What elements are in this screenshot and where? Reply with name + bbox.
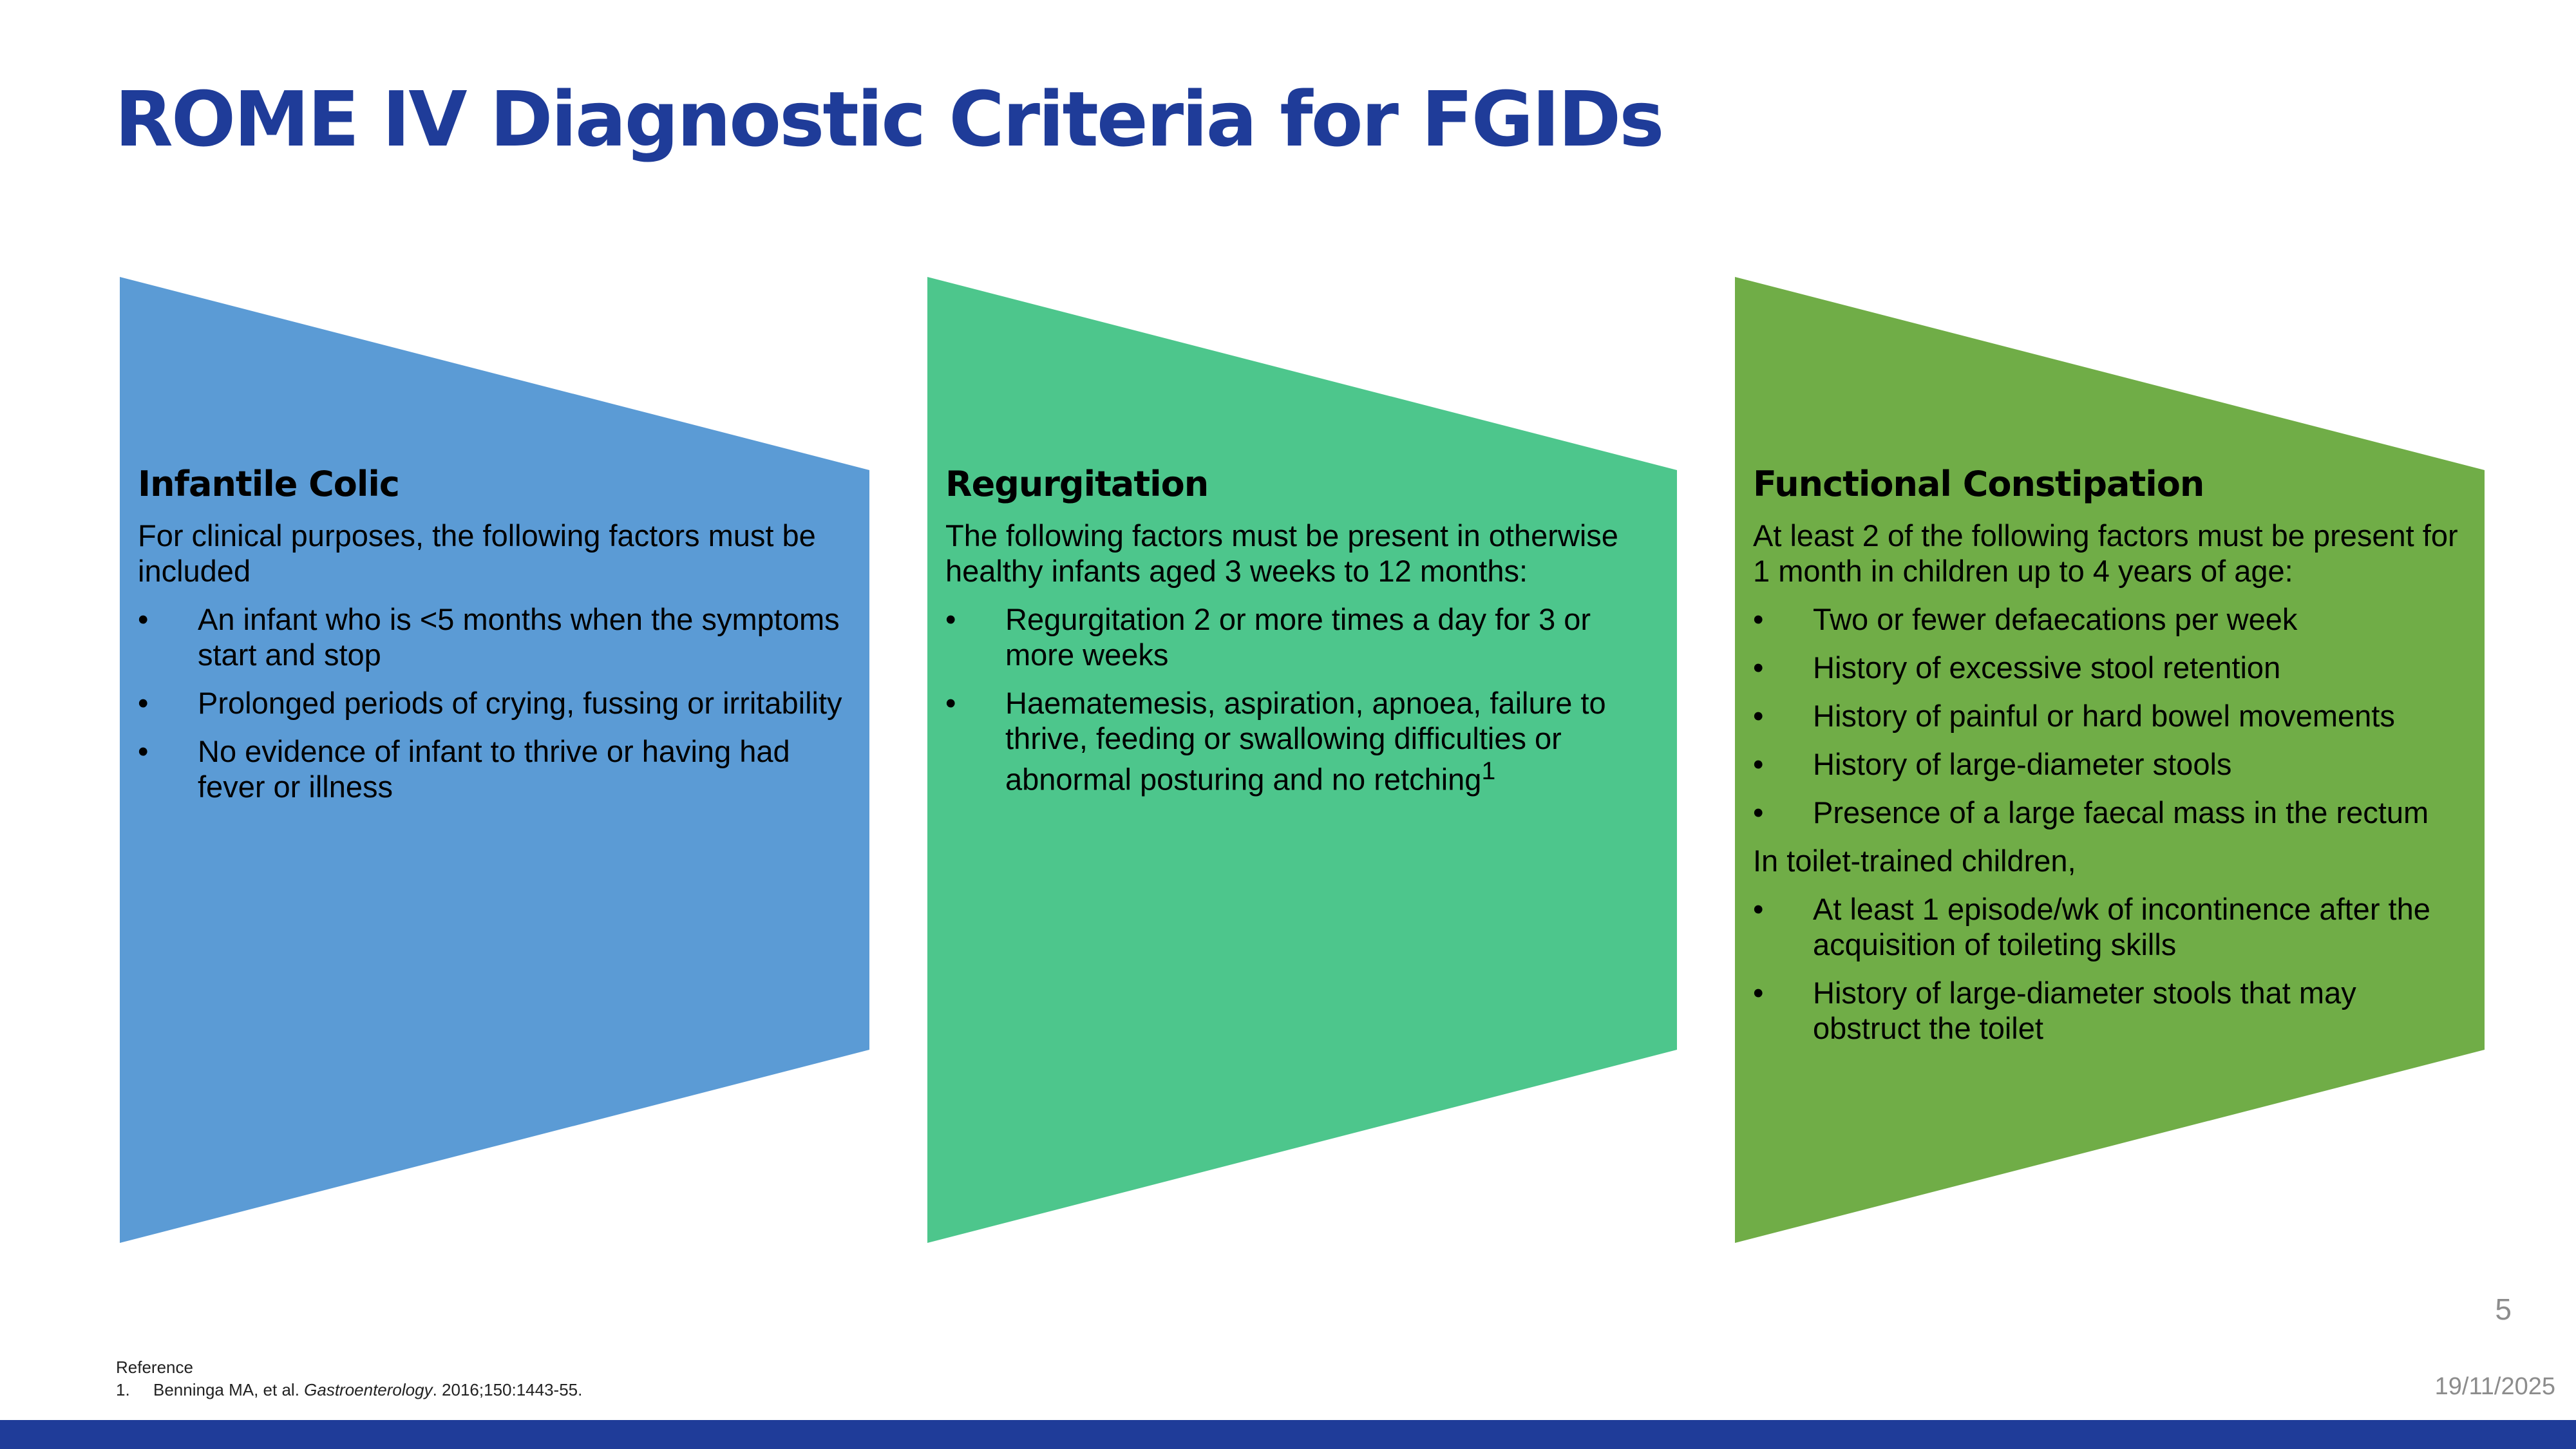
bullet-icon: • <box>1753 746 1764 781</box>
infantile-colic-panel: Infantile Colic For clinical purposes, t… <box>138 464 853 818</box>
bullet-icon: • <box>138 685 149 720</box>
functional-constipation-panel-shape <box>1735 277 2485 1243</box>
bullet-text: History of large-diameter stools <box>1813 746 2232 781</box>
list-item: • An infant who is <5 months when the sym… <box>138 602 853 673</box>
reference-entry: 1. Benninga MA, et al. Gastroenterology. … <box>116 1379 582 1401</box>
list-item: • History of painful or hard bowel moveme… <box>1753 699 2468 734</box>
page-number: 5 <box>2495 1293 2512 1326</box>
bullet-icon: • <box>1753 698 1764 733</box>
regurgitation-heading: Regurgitation <box>945 464 1209 504</box>
bullet-icon: • <box>138 734 149 768</box>
list-item: • At least 1 episode/wk of incontinence a… <box>1753 892 2468 963</box>
regurgitation-shape <box>927 277 1677 1243</box>
list-item: • No evidence of infant to thrive or havi… <box>138 734 853 805</box>
list-item: • Presence of a large faecal mass in the … <box>1753 795 2468 831</box>
functional-constipation-bullet-list: • Two or fewer defaecations per week • His… <box>1753 602 2468 831</box>
reference-label: Reference <box>116 1358 193 1377</box>
functional-constipation-sub-intro: In toilet-trained children, <box>1753 843 2076 878</box>
list-item: • History of large-diameter stools <box>1753 747 2468 782</box>
bullet-icon: • <box>1753 891 1764 926</box>
bullet-icon: • <box>1753 601 1764 636</box>
regurgitation-panel: Regurgitation The following factors must… <box>945 464 1660 810</box>
regurgitation-panel-shape <box>927 277 1677 1243</box>
slide-date: 19/11/2025 <box>2434 1373 2555 1400</box>
list-item: • Prolonged periods of crying, fussing or… <box>138 686 853 721</box>
list-item: • Haematemesis, aspiration, apnoea, failu… <box>945 686 1660 798</box>
reference-footnote: Reference 1. Benninga MA, et al. Gastroen… <box>116 1356 582 1401</box>
list-item: • Regurgitation 2 or more times a day for… <box>945 602 1660 673</box>
bullet-text: History of painful or hard bowel movemen… <box>1813 698 2395 733</box>
bullet-text: No evidence of infant to thrive or havin… <box>198 734 790 804</box>
functional-constipation-sub-bullet-list: • At least 1 episode/wk of incontinence a… <box>1753 892 2468 1046</box>
bullet-text: Presence of a large faecal mass in the r… <box>1813 795 2429 829</box>
infantile-colic-intro: For clinical purposes, the following fac… <box>138 518 816 588</box>
bullet-icon: • <box>1753 795 1764 829</box>
bullet-text: Haematemesis, aspiration, apnoea, failur… <box>1005 685 1606 797</box>
slide-title: ROME IV Diagnostic Criteria for FGIDs <box>115 75 1665 164</box>
infantile-colic-bullet-list: • An infant who is <5 months when the sym… <box>138 602 853 805</box>
bullet-text: History of large-diameter stools that ma… <box>1813 975 2356 1045</box>
bullet-icon: • <box>138 601 149 636</box>
reference-number: 1. <box>116 1380 130 1400</box>
reference-superscript: 1 <box>1481 757 1496 785</box>
bullet-text: An infant who is <5 months when the symp… <box>198 601 840 672</box>
bullet-text: Two or fewer defaecations per week <box>1813 601 2298 636</box>
reference-journal: Gastroenterology <box>304 1380 433 1400</box>
reference-authors: Benninga MA, et al. <box>153 1380 305 1400</box>
regurgitation-bullet-list: • Regurgitation 2 or more times a day for… <box>945 602 1660 798</box>
functional-constipation-intro: At least 2 of the following factors must… <box>1753 518 2458 588</box>
list-item: • Two or fewer defaecations per week <box>1753 602 2468 638</box>
reference-citation: . 2016;150:1443-55. <box>432 1380 583 1400</box>
bullet-icon: • <box>945 601 956 636</box>
bullet-text: At least 1 episode/wk of incontinence af… <box>1813 891 2430 961</box>
bullet-icon: • <box>1753 975 1764 1010</box>
bottom-bar <box>0 1420 2576 1449</box>
functional-constipation-heading: Functional Constipation <box>1753 464 2204 504</box>
list-item: • History of excessive stool retention <box>1753 650 2468 686</box>
functional-constipation-panel: Functional Constipation At least 2 of th… <box>1753 464 2468 1059</box>
bullet-text: Prolonged periods of crying, fussing or … <box>198 685 842 720</box>
bullet-icon: • <box>1753 650 1764 685</box>
regurgitation-intro: The following factors must be present in… <box>945 518 1618 588</box>
infantile-colic-shape <box>120 277 869 1243</box>
infantile-colic-panel-shape <box>120 277 869 1243</box>
functional-constipation-shape <box>1735 277 2485 1243</box>
infantile-colic-heading: Infantile Colic <box>138 464 400 504</box>
bullet-text: History of excessive stool retention <box>1813 650 2281 685</box>
bullet-text: Regurgitation 2 or more times a day for … <box>1005 601 1591 672</box>
bullet-icon: • <box>945 685 956 720</box>
list-item: • History of large-diameter stools that m… <box>1753 976 2468 1046</box>
